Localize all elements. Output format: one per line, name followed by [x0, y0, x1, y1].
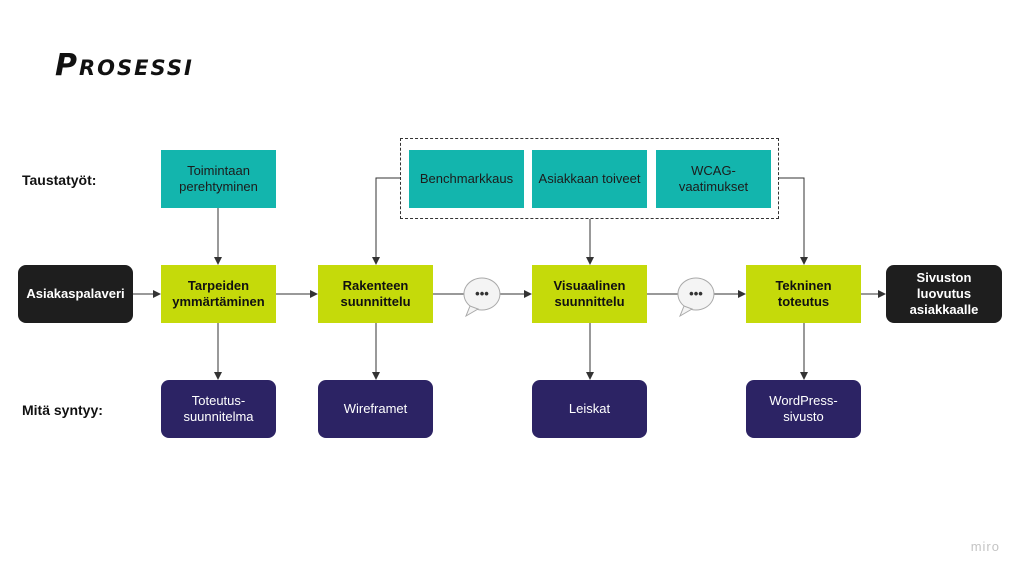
- row-label-background: Taustatyöt:: [22, 172, 97, 188]
- step-asiakaspalaveri: Asiakaspalaveri: [18, 265, 133, 323]
- row-label-output: Mitä syntyy:: [22, 402, 103, 418]
- speech-bubble-1-icon: •••: [463, 277, 501, 318]
- task-wcag-vaatimukset: WCAG-vaatimukset: [656, 150, 771, 208]
- bubble-2-text: •••: [689, 286, 703, 301]
- step-tarpeiden-ymmartaminen: Tarpeiden ymmärtäminen: [161, 265, 276, 323]
- task-asiakkaan-toiveet: Asiakkaan toiveet: [532, 150, 647, 208]
- step-visuaalinen-suunnittelu: Visuaalinen suunnittelu: [532, 265, 647, 323]
- page-title: Prosessi: [55, 48, 194, 83]
- output-wordpress-sivusto: WordPress-sivusto: [746, 380, 861, 438]
- arrow-group-s2: [372, 177, 400, 265]
- speech-bubble-2-icon: •••: [677, 277, 715, 318]
- arrow-group-s4: [779, 177, 808, 265]
- step-sivuston-luovutus: Sivuston luovutus asiakkaalle: [886, 265, 1002, 323]
- step-rakenteen-suunnittelu: Rakenteen suunnittelu: [318, 265, 433, 323]
- task-benchmarkkaus: Benchmarkkaus: [409, 150, 524, 208]
- miro-watermark: miro: [970, 539, 1000, 554]
- step-tekninen-toteutus: Tekninen toteutus: [746, 265, 861, 323]
- bubble-1-text: •••: [475, 286, 489, 301]
- output-toteutussuunnitelma: Toteutus-suunnitelma: [161, 380, 276, 438]
- background-task-group: [400, 138, 779, 219]
- output-leiskat: Leiskat: [532, 380, 647, 438]
- task-toimintaan-perehtyminen: Toimintaan perehtyminen: [161, 150, 276, 208]
- output-wireframet: Wireframet: [318, 380, 433, 438]
